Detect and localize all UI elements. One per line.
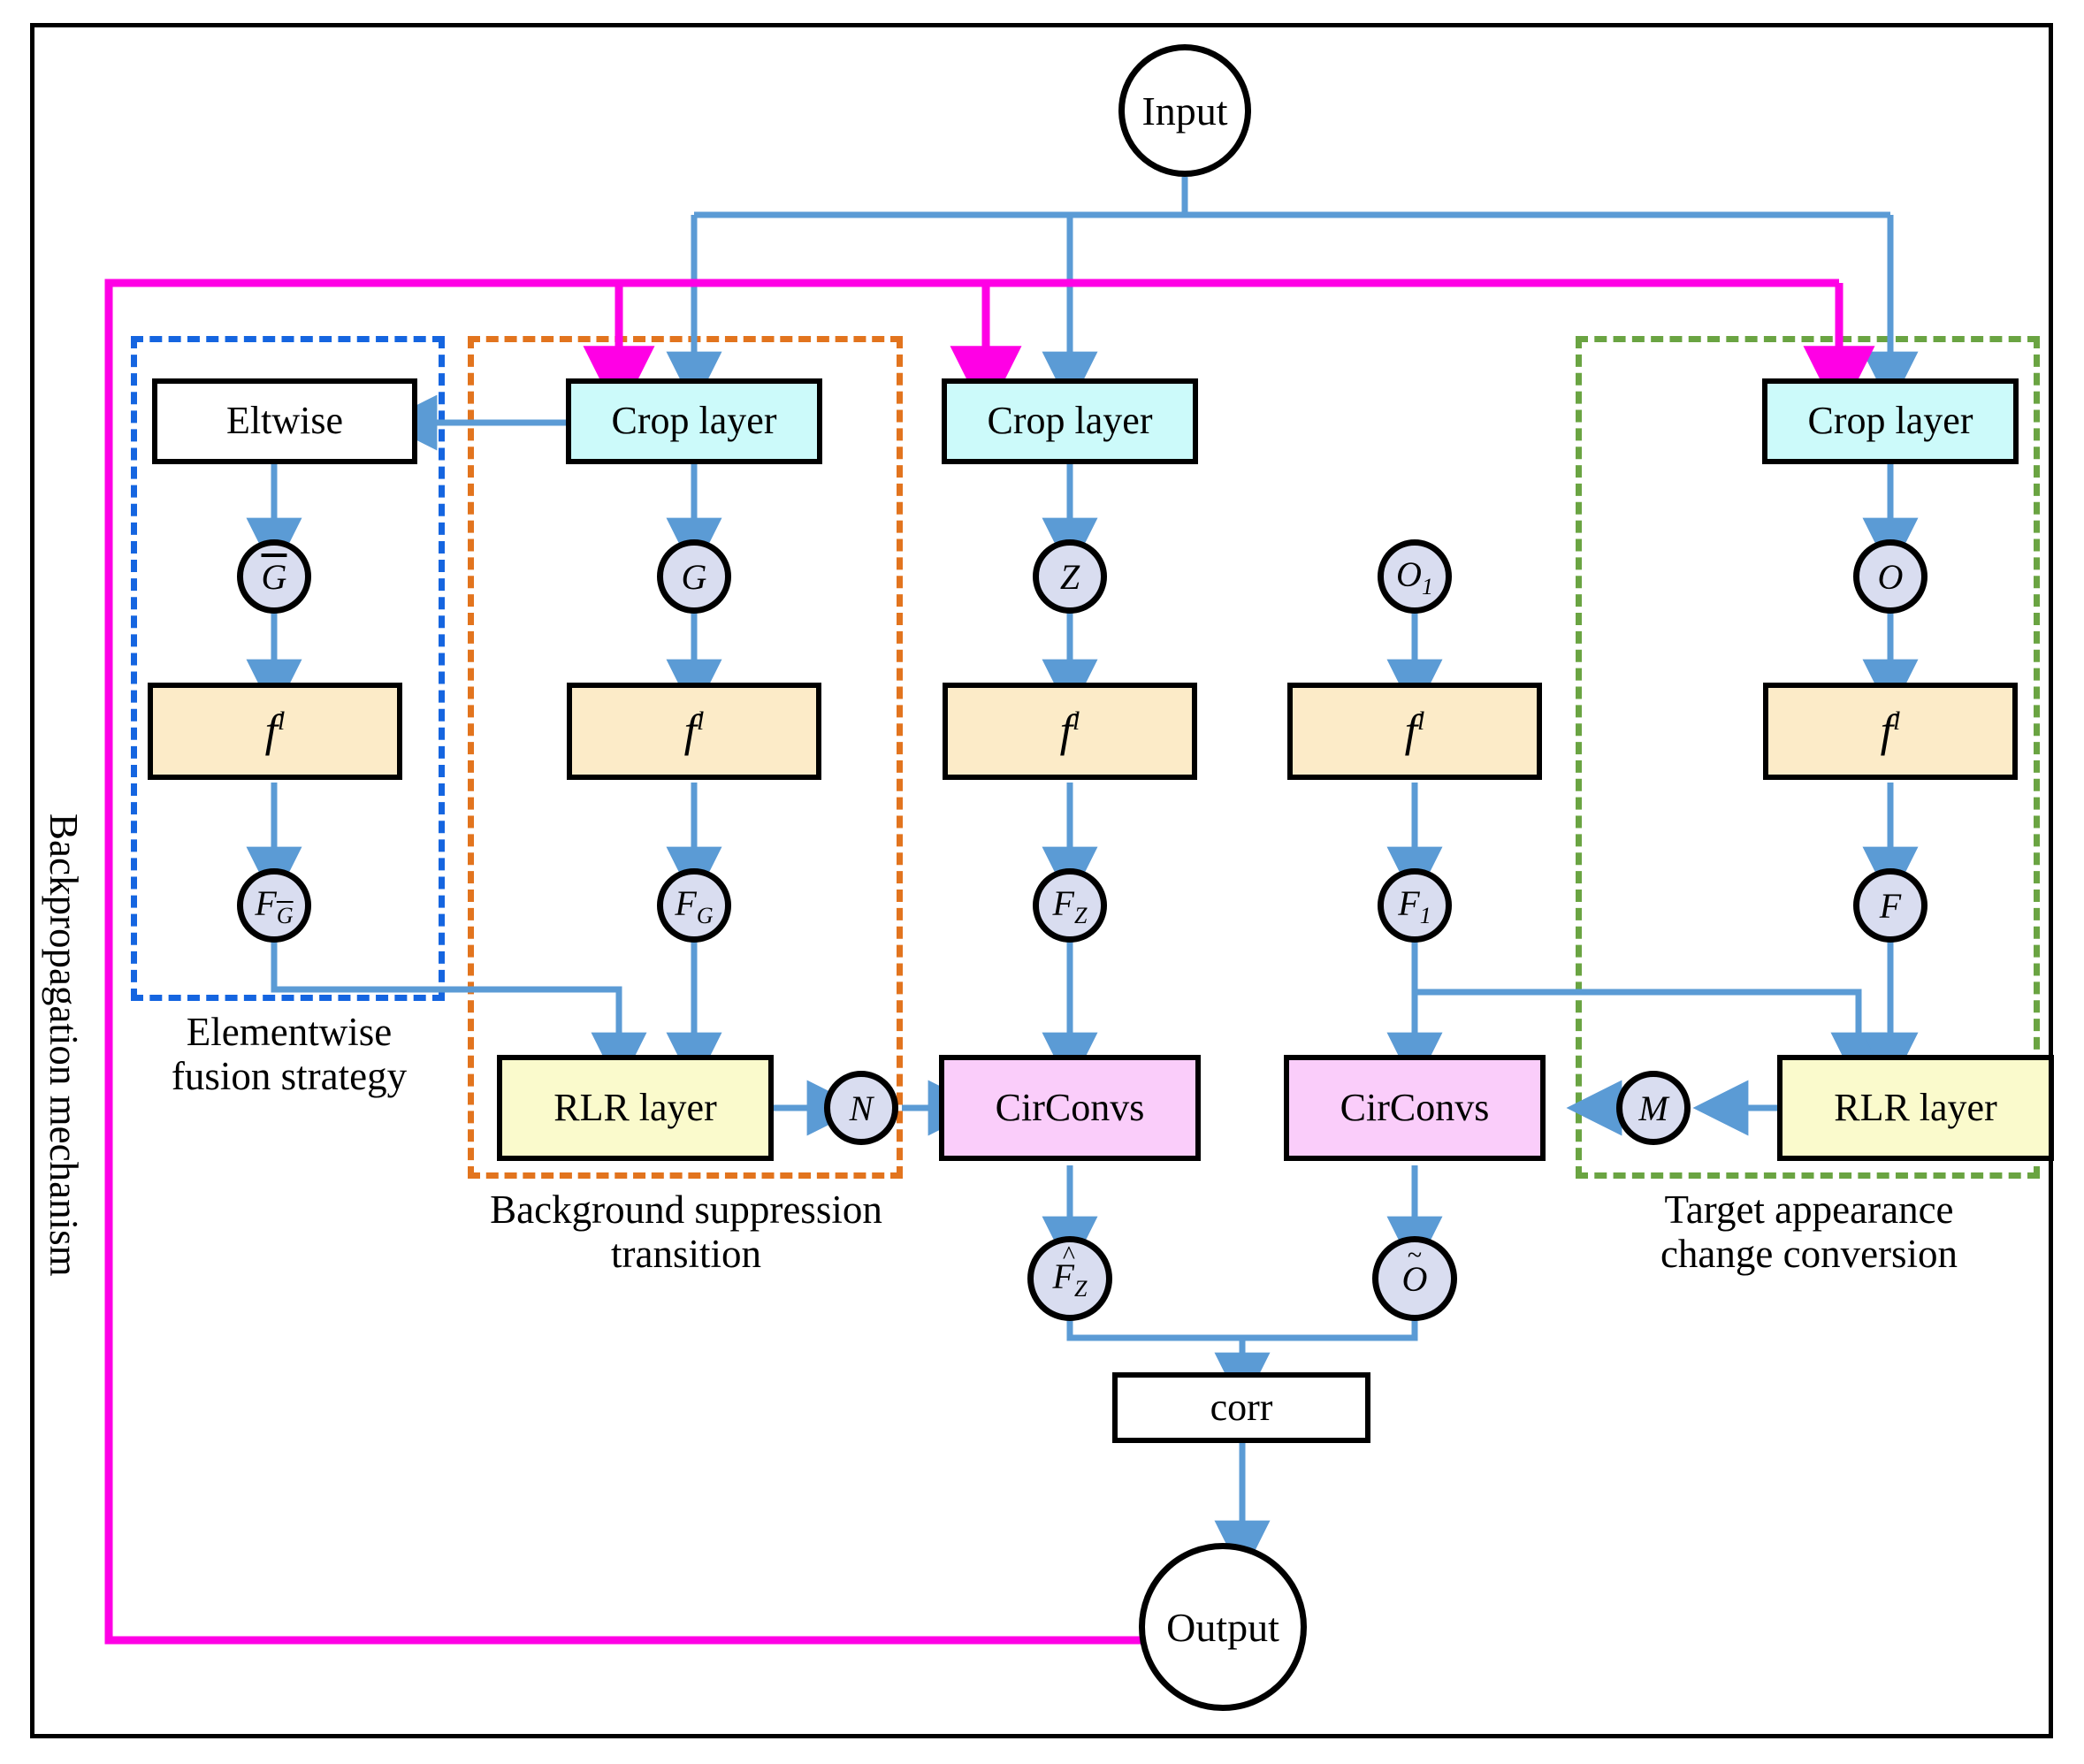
fl-box-4[interactable]: fl bbox=[1287, 683, 1542, 780]
f-label: F bbox=[1879, 885, 1902, 926]
variable-node-g[interactable]: G bbox=[657, 539, 731, 614]
caption-backpropagation-mechanism: Backpropagation mechanism bbox=[42, 813, 86, 1277]
f-z-label: FZ bbox=[1052, 882, 1088, 928]
input-node[interactable]: Input bbox=[1118, 44, 1251, 177]
corr-label: corr bbox=[1210, 1385, 1273, 1429]
z-label: Z bbox=[1059, 556, 1080, 597]
variable-node-n[interactable]: N bbox=[824, 1071, 898, 1145]
circonvs-label-2: CirConvs bbox=[1340, 1085, 1490, 1129]
crop-layer-label-1: Crop layer bbox=[611, 399, 777, 443]
variable-node-f-1[interactable]: F1 bbox=[1378, 868, 1452, 943]
caption-background-suppression: Background suppression transition bbox=[453, 1187, 920, 1277]
o1-label: O1 bbox=[1396, 554, 1433, 599]
rlr-layer-label-1: RLR layer bbox=[553, 1085, 717, 1129]
variable-node-f-gbar[interactable]: FG bbox=[237, 868, 311, 943]
rlr-layer-box-2[interactable]: RLR layer bbox=[1777, 1055, 2054, 1161]
corr-box[interactable]: corr bbox=[1112, 1372, 1370, 1443]
crop-layer-box-1[interactable]: Crop layer bbox=[566, 378, 822, 464]
eltwise-label: Eltwise bbox=[226, 399, 343, 443]
variable-node-z[interactable]: Z bbox=[1033, 539, 1107, 614]
output-label: Output bbox=[1166, 1604, 1279, 1650]
g-bar-label: G bbox=[261, 556, 287, 597]
f-g-label: FG bbox=[675, 882, 714, 928]
o-tilde-label: ~ O bbox=[1401, 1240, 1428, 1299]
fl-label-2: fl bbox=[683, 705, 705, 756]
output-node[interactable]: Output bbox=[1139, 1543, 1307, 1711]
circonvs-box-2[interactable]: CirConvs bbox=[1284, 1055, 1546, 1161]
crop-layer-box-2[interactable]: Crop layer bbox=[942, 378, 1198, 464]
circonvs-box-1[interactable]: CirConvs bbox=[939, 1055, 1201, 1161]
fl-box-3[interactable]: fl bbox=[943, 683, 1197, 780]
fl-label-4: fl bbox=[1404, 705, 1425, 756]
variable-node-o[interactable]: O bbox=[1853, 539, 1928, 614]
eltwise-box[interactable]: Eltwise bbox=[152, 378, 417, 464]
f-1-label: F1 bbox=[1398, 882, 1431, 928]
variable-node-f-z-hat[interactable]: ^ FZ bbox=[1027, 1236, 1112, 1321]
rlr-layer-box-1[interactable]: RLR layer bbox=[497, 1055, 774, 1161]
caption-background-line1: Background suppression bbox=[490, 1187, 882, 1232]
n-label: N bbox=[849, 1088, 874, 1128]
fl-box-5[interactable]: fl bbox=[1763, 683, 2018, 780]
crop-layer-box-3[interactable]: Crop layer bbox=[1762, 378, 2019, 464]
m-label: M bbox=[1638, 1088, 1668, 1128]
variable-node-f-z[interactable]: FZ bbox=[1033, 868, 1107, 943]
fl-box-2[interactable]: fl bbox=[567, 683, 821, 780]
f-z-hat-label: ^ FZ bbox=[1052, 1240, 1088, 1302]
fl-label-1: fl bbox=[264, 705, 286, 756]
caption-elementwise-line1: Elementwise bbox=[186, 1010, 393, 1054]
circonvs-label-1: CirConvs bbox=[995, 1085, 1145, 1129]
input-label: Input bbox=[1141, 88, 1228, 134]
outer-frame bbox=[30, 23, 2053, 1738]
variable-node-o-tilde[interactable]: ~ O bbox=[1372, 1236, 1457, 1321]
caption-elementwise-fusion: Elementwise fusion strategy bbox=[131, 1010, 447, 1099]
g-label: G bbox=[681, 556, 707, 597]
caption-target-line2: change conversion bbox=[1660, 1232, 1958, 1277]
variable-node-m[interactable]: M bbox=[1616, 1071, 1691, 1145]
crop-layer-label-2: Crop layer bbox=[987, 399, 1153, 443]
caption-background-line2: transition bbox=[611, 1232, 761, 1277]
crop-layer-label-3: Crop layer bbox=[1807, 399, 1973, 443]
caption-target-line1: Target appearance bbox=[1664, 1187, 1954, 1232]
variable-node-f[interactable]: F bbox=[1853, 868, 1928, 943]
variable-node-g-bar[interactable]: G bbox=[237, 539, 311, 614]
variable-node-f-g[interactable]: FG bbox=[657, 868, 731, 943]
rlr-layer-label-2: RLR layer bbox=[1834, 1085, 1997, 1129]
o-label: O bbox=[1877, 556, 1904, 597]
caption-target-appearance: Target appearance change conversion bbox=[1576, 1187, 2042, 1277]
caption-elementwise-line2: fusion strategy bbox=[171, 1054, 408, 1099]
variable-node-o1[interactable]: O1 bbox=[1378, 539, 1452, 614]
fl-label-3: fl bbox=[1059, 705, 1080, 756]
fl-box-1[interactable]: fl bbox=[148, 683, 402, 780]
f-gbar-label: FG bbox=[255, 882, 294, 928]
fl-label-5: fl bbox=[1880, 705, 1901, 756]
